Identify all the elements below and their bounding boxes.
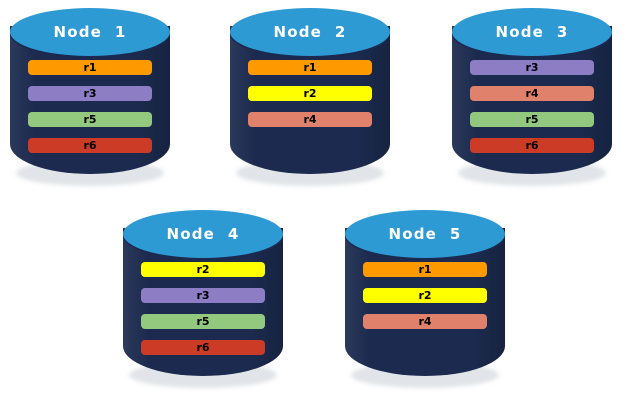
- database-node-cylinder: Node 3 r3 r4 r5 r6: [452, 8, 612, 188]
- replica-bar: r3: [470, 60, 594, 75]
- database-node-cylinder: Node 2 r1 r2 r4: [230, 8, 390, 188]
- replica-list: r1 r2 r4: [230, 60, 390, 138]
- replica-bar: r2: [248, 86, 372, 101]
- cylinder-top-ellipse: [452, 8, 612, 56]
- replica-bar: r6: [28, 138, 152, 153]
- replica-bar: r4: [363, 314, 487, 329]
- replica-bar: r5: [28, 112, 152, 127]
- replica-bar: r4: [470, 86, 594, 101]
- cylinder-top-ellipse: [123, 210, 283, 258]
- replica-bar: r5: [470, 112, 594, 127]
- database-node-cylinder: Node 4 r2 r3 r5 r6: [123, 210, 283, 390]
- replica-bar: r5: [141, 314, 265, 329]
- database-node-cylinder: Node 1 r1 r3 r5 r6: [10, 8, 170, 188]
- replica-bar: r2: [141, 262, 265, 277]
- replica-bar: r1: [248, 60, 372, 75]
- replica-bar: r6: [141, 340, 265, 355]
- node-title-label: Node 4: [166, 225, 240, 243]
- node-title-label: Node 5: [388, 225, 462, 243]
- replica-list: r3 r4 r5 r6: [452, 60, 612, 164]
- replica-list: r1 r3 r5 r6: [10, 60, 170, 164]
- replica-list: r1 r2 r4: [345, 262, 505, 340]
- node-title-label: Node 2: [273, 23, 347, 41]
- cylinder-top-ellipse: [345, 210, 505, 258]
- replica-bar: r1: [28, 60, 152, 75]
- database-node-cylinder: Node 5 r1 r2 r4: [345, 210, 505, 390]
- replica-bar: r1: [363, 262, 487, 277]
- cylinder-top-ellipse: [230, 8, 390, 56]
- replica-bar: r3: [141, 288, 265, 303]
- node-title-label: Node 3: [495, 23, 569, 41]
- cylinder-top-ellipse: [10, 8, 170, 56]
- node-title-label: Node 1: [53, 23, 127, 41]
- replica-bar: r2: [363, 288, 487, 303]
- replica-bar: r3: [28, 86, 152, 101]
- replica-bar: r6: [470, 138, 594, 153]
- replica-list: r2 r3 r5 r6: [123, 262, 283, 366]
- replica-bar: r4: [248, 112, 372, 127]
